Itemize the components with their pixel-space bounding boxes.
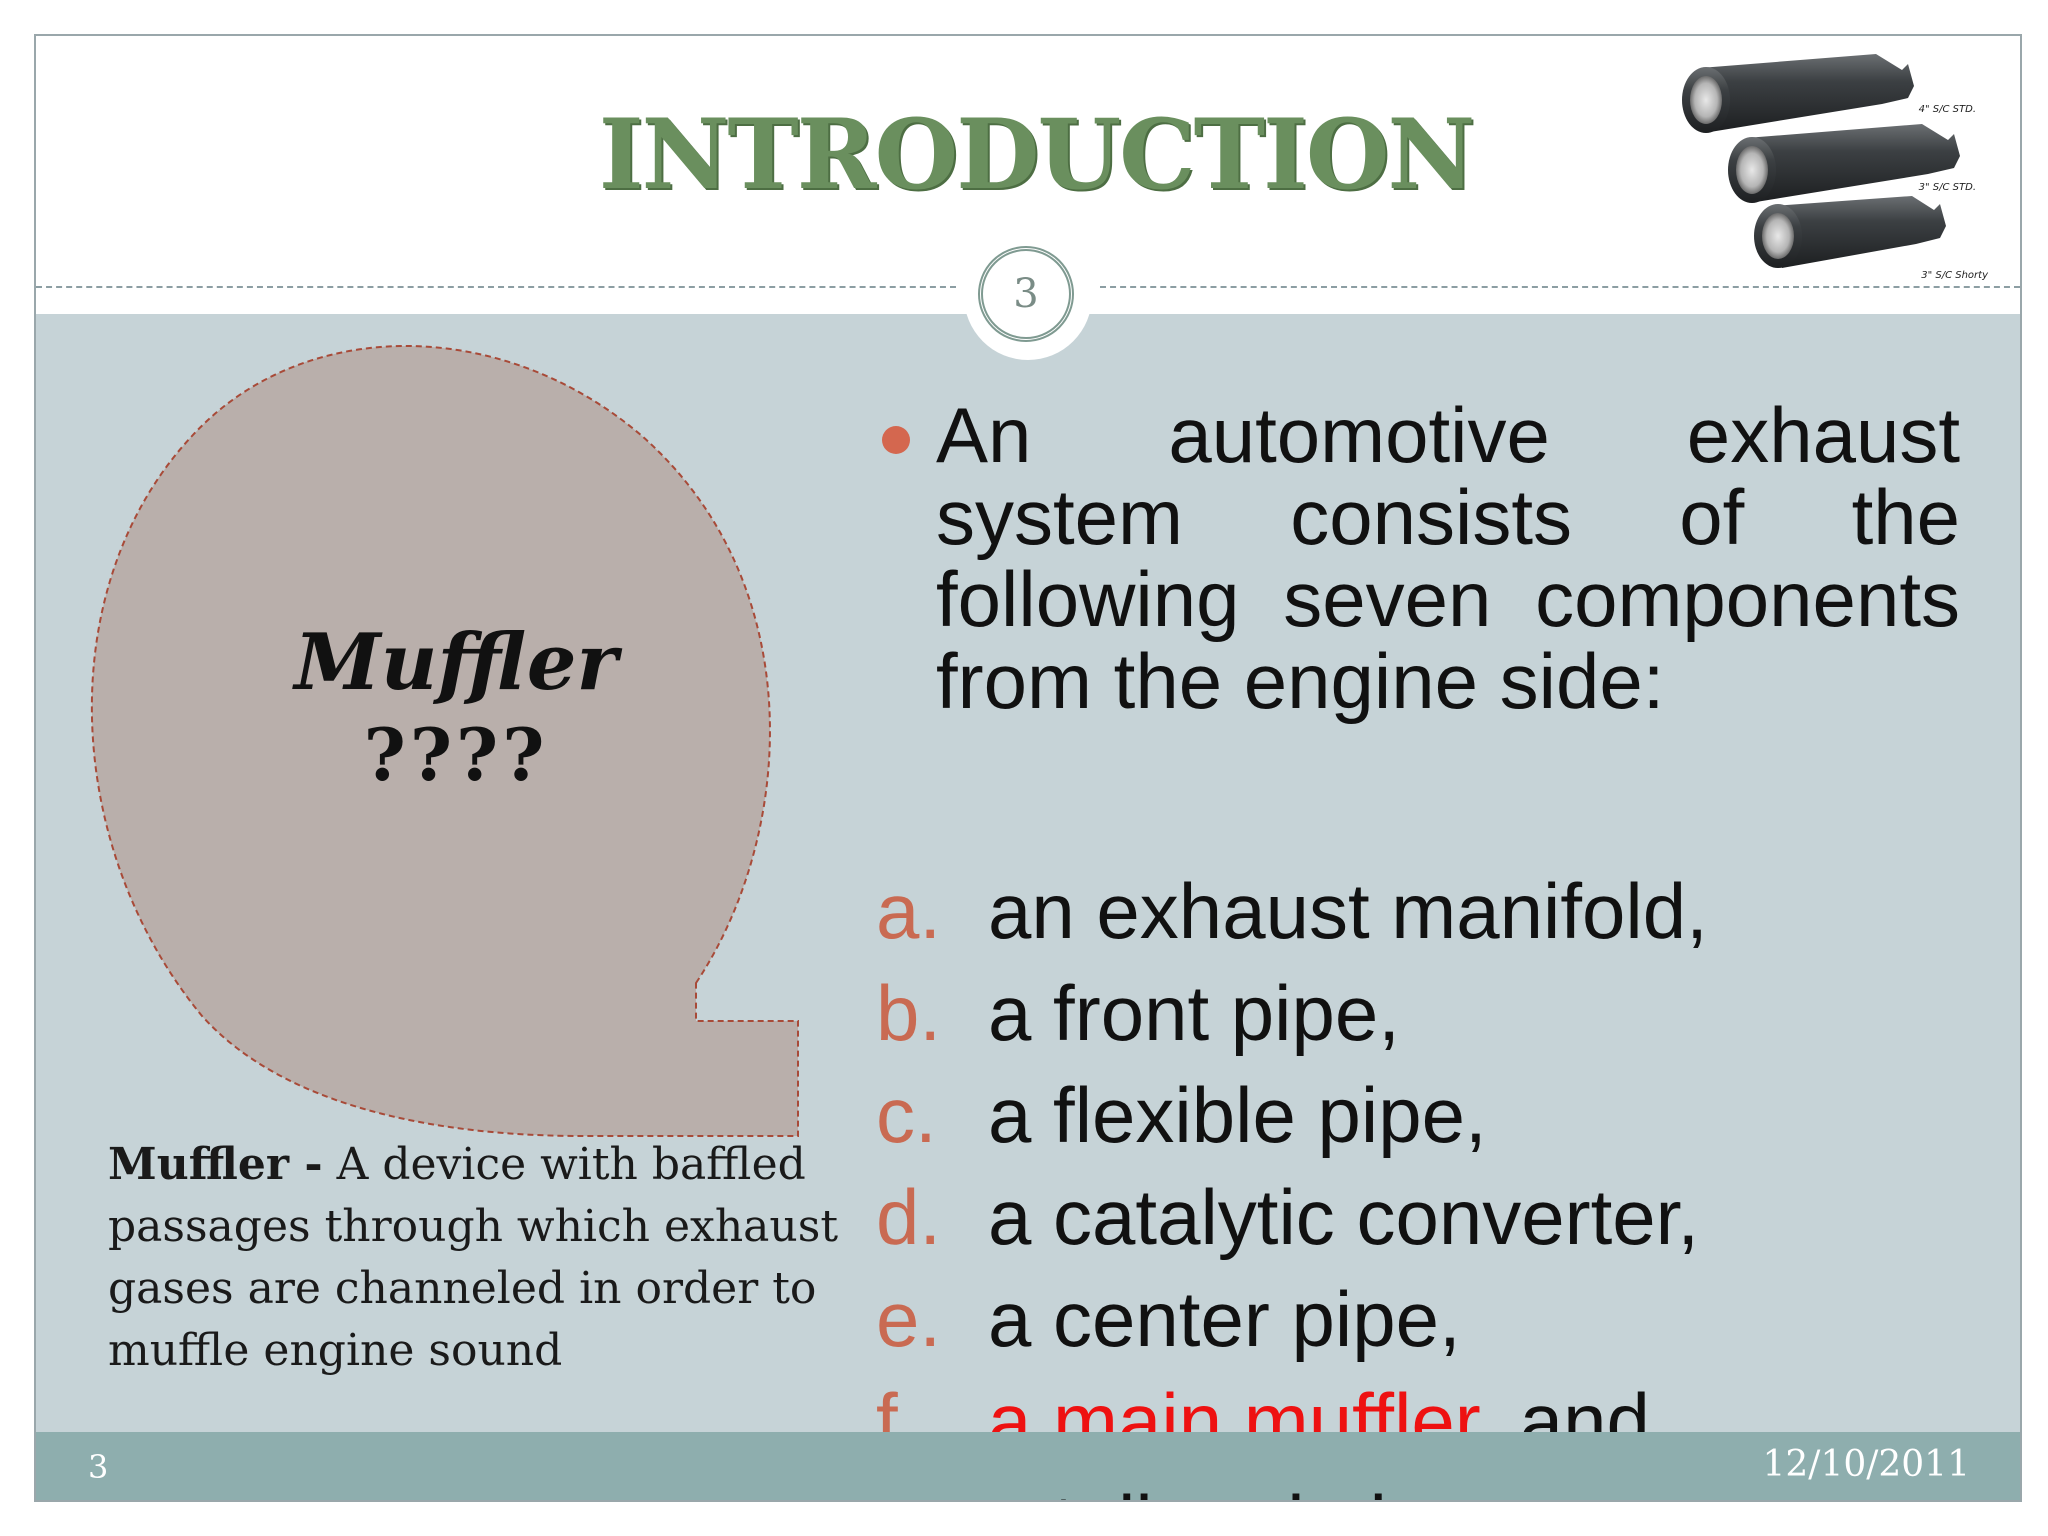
callout-question-marks: ????	[363, 712, 549, 797]
list-letter: d.	[876, 1173, 942, 1261]
mufflers-image: 4" S/C STD. 3" S/C STD. 3" S/C Shorty	[1682, 54, 1989, 281]
list-item: b. a front pipe,	[876, 968, 1400, 1058]
list-text: a flexible pipe,	[988, 1071, 1487, 1159]
footer-page-number: 3	[88, 1448, 109, 1486]
muffler-middle	[1728, 124, 1960, 203]
definition-text: A device with baffled passages through w…	[108, 1139, 838, 1376]
list-item: d. a catalytic converter,	[876, 1172, 1699, 1262]
muffler-top	[1682, 54, 1914, 133]
list-text: a center pipe,	[988, 1275, 1461, 1363]
list-letter: g.	[876, 1478, 988, 1500]
list-letter: e.	[876, 1275, 942, 1363]
list-item: g.a tail end pipe.	[876, 1478, 1495, 1500]
list-item: c. a flexible pipe,	[876, 1070, 1487, 1160]
muffler-label-2: 3" S/C STD.	[1919, 182, 1976, 193]
list-letter: b.	[876, 969, 942, 1057]
list-item: e. a center pipe,	[876, 1274, 1461, 1364]
page-badge: 3	[978, 246, 1074, 342]
list-text: an exhaust manifold,	[988, 867, 1708, 955]
callout-title: Muffler	[294, 617, 618, 708]
callout-bubble	[90, 345, 799, 1137]
list-letter: c.	[876, 1071, 937, 1159]
list-letter: a.	[876, 867, 942, 955]
muffler-label-3: 3" S/C Shorty	[1921, 270, 1989, 281]
slide: INTRODUCTION 3	[34, 34, 2022, 1502]
muffler-definition: Muffler - A device with baffled passages…	[108, 1134, 868, 1382]
definition-term: Muffler -	[108, 1139, 323, 1190]
callout-text: Muffler ????	[186, 616, 726, 800]
list-item: a. an exhaust manifold,	[876, 866, 1708, 956]
list-text: a tail end pipe.	[988, 1479, 1495, 1500]
muffler-bottom	[1754, 196, 1946, 268]
slide-footer: 3 12/10/2011	[36, 1432, 2020, 1500]
list-text: a catalytic converter,	[988, 1173, 1699, 1261]
footer-date: 12/10/2011	[1762, 1444, 1971, 1485]
bullet-dot	[882, 426, 910, 454]
list-text: a front pipe,	[988, 969, 1400, 1057]
slide-title: INTRODUCTION	[598, 98, 1476, 211]
header-divider-right	[1100, 286, 2020, 288]
muffler-label-1: 4" S/C STD.	[1919, 104, 1976, 115]
header-divider-left	[36, 286, 956, 288]
intro-paragraph: An automotive exhaust system consists of…	[936, 391, 1960, 725]
